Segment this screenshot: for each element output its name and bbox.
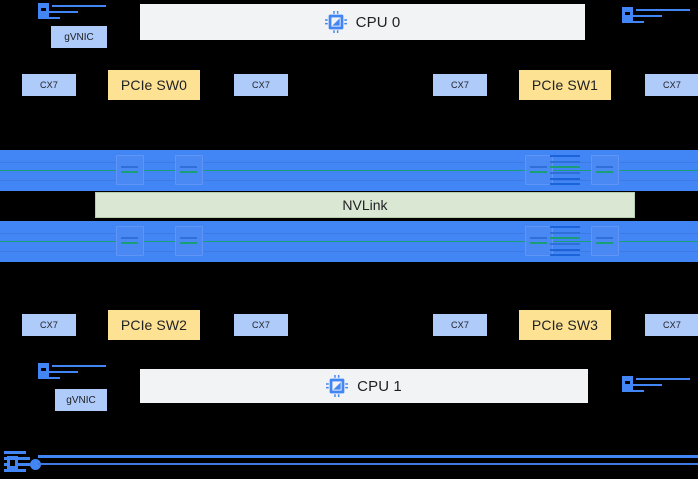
cx7-r0-c[interactable]: CX7: [433, 74, 487, 96]
cx7-label: CX7: [39, 80, 59, 90]
cx7-r1-d[interactable]: CX7: [645, 314, 698, 336]
cpu1-bar[interactable]: CPU 1: [140, 369, 588, 403]
gpu-icon: [588, 224, 622, 258]
nic-icon: [622, 6, 690, 28]
gpu-icon: [172, 224, 206, 258]
cx7-r1-c[interactable]: CX7: [433, 314, 487, 336]
nic-icon: [622, 375, 690, 397]
cx7-label: CX7: [662, 80, 682, 90]
cpu1-label: CPU 1: [357, 377, 402, 395]
nvlink-bar[interactable]: NVLink: [95, 192, 635, 218]
gvnic-top-left[interactable]: gVNIC: [51, 26, 107, 48]
cx7-label: CX7: [39, 320, 59, 330]
nic-icon: [38, 2, 106, 24]
cx7-r0-d[interactable]: CX7: [645, 74, 698, 96]
cx7-r0-a[interactable]: CX7: [22, 74, 76, 96]
pcie-label: PCIe SW3: [531, 317, 599, 333]
cx7-label: CX7: [662, 320, 682, 330]
network-endpoint: [30, 459, 41, 470]
cx7-label: CX7: [450, 80, 470, 90]
cx7-label: CX7: [450, 320, 470, 330]
cx7-label: CX7: [251, 320, 271, 330]
cpu0-bar[interactable]: CPU 0: [140, 4, 585, 40]
nic-icon: [38, 362, 106, 384]
cx7-r0-b[interactable]: CX7: [234, 74, 288, 96]
gpu-icon: [522, 153, 556, 187]
pcie-label: PCIe SW2: [120, 317, 188, 333]
gpu-icon: [588, 153, 622, 187]
gvnic-bottom-left[interactable]: gVNIC: [55, 389, 107, 411]
pcie-sw3[interactable]: PCIe SW3: [519, 310, 611, 340]
gvnic-label: gVNIC: [66, 394, 96, 406]
bottom-network-link-secondary: [38, 463, 698, 465]
pcie-label: PCIe SW1: [531, 77, 599, 93]
cx7-r1-a[interactable]: CX7: [22, 314, 76, 336]
nvlink-label: NVLink: [342, 197, 388, 213]
gpu-icon: [522, 224, 556, 258]
cpu-chip-icon: [324, 11, 347, 33]
pcie-sw0[interactable]: PCIe SW0: [108, 70, 200, 100]
pcie-sw2[interactable]: PCIe SW2: [108, 310, 200, 340]
cpu0-label: CPU 0: [355, 13, 401, 31]
gpu-band-top: [0, 150, 698, 191]
nvswitch-icon: [548, 152, 582, 188]
cx7-r1-b[interactable]: CX7: [234, 314, 288, 336]
gpu-icon: [172, 153, 206, 187]
gpu-band-bottom: [0, 221, 698, 262]
cx7-label: CX7: [251, 80, 271, 90]
pcie-sw1[interactable]: PCIe SW1: [519, 70, 611, 100]
gpu-icon: [113, 224, 147, 258]
cpu-chip-icon: [326, 375, 349, 397]
rack-icon: [2, 450, 32, 478]
gpu-icon: [113, 153, 147, 187]
bottom-network-link: [38, 455, 698, 458]
nvswitch-icon: [548, 223, 582, 259]
pcie-label: PCIe SW0: [120, 77, 188, 93]
gvnic-label: gVNIC: [64, 31, 94, 43]
